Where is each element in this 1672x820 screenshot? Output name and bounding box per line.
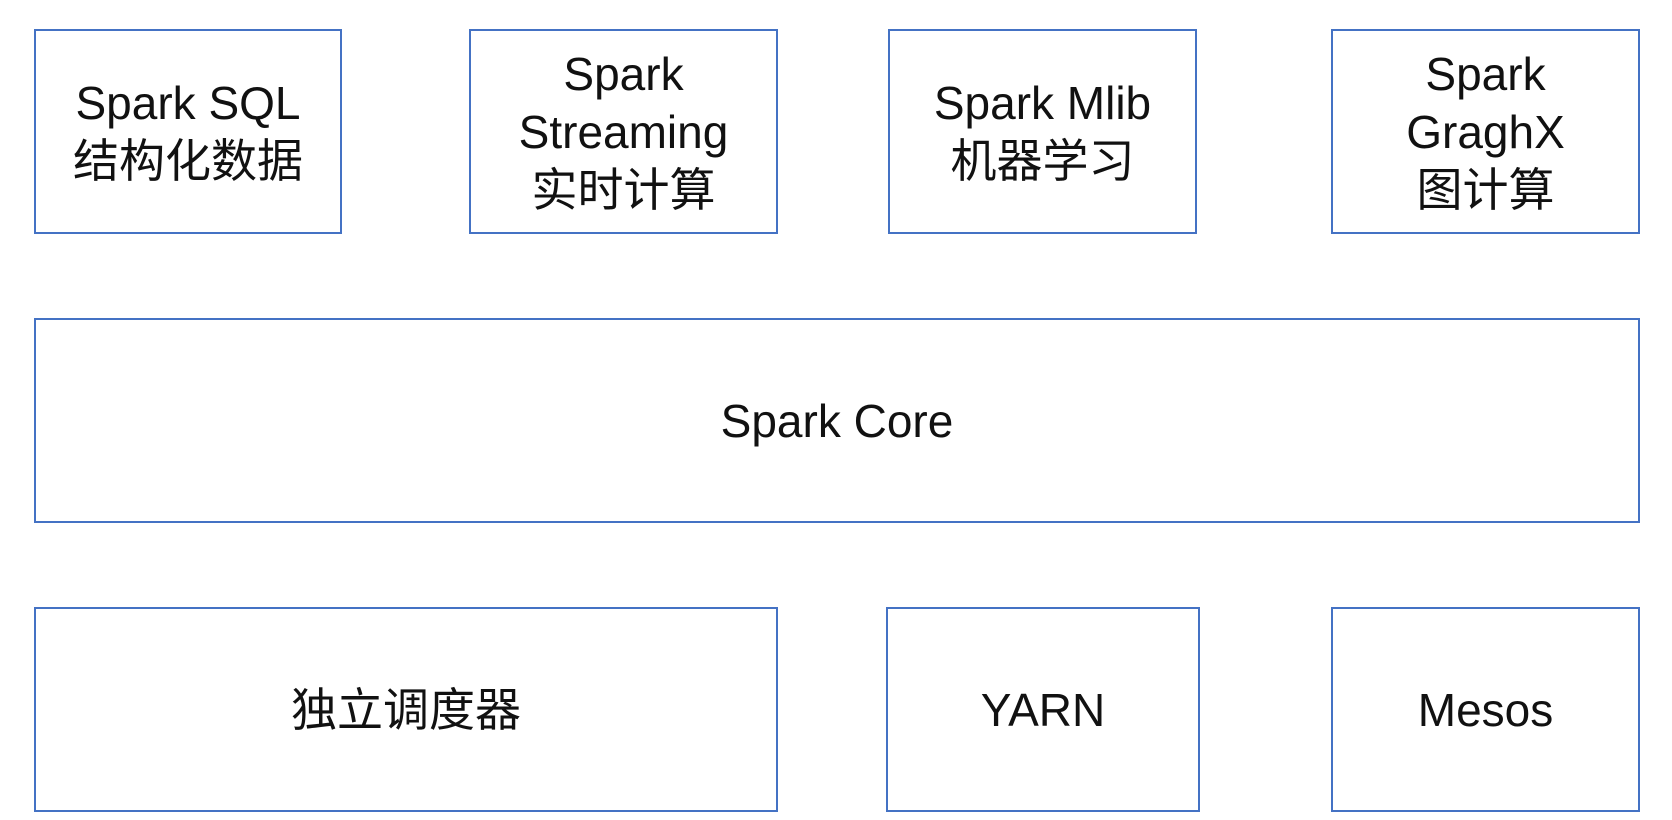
spark-mlib-subtitle: 机器学习: [950, 134, 1135, 187]
yarn-label: YARN: [980, 683, 1106, 736]
spark-sql-title: Spark SQL: [75, 76, 301, 129]
spark-graghx-subtitle: 图计算: [1416, 163, 1555, 216]
spark-graghx-title-line2: GraghX: [1406, 105, 1565, 158]
spark-graghx-box: Spark GraghX 图计算: [1331, 29, 1640, 234]
standalone-scheduler-label: 独立调度器: [291, 683, 521, 736]
spark-streaming-title-line2: Streaming: [518, 105, 729, 158]
spark-mlib-title: Spark Mlib: [933, 76, 1152, 129]
spark-streaming-subtitle: 实时计算: [531, 163, 716, 216]
yarn-box: YARN: [886, 607, 1200, 812]
mesos-label: Mesos: [1417, 683, 1554, 736]
mesos-box: Mesos: [1331, 607, 1640, 812]
spark-streaming-title-line1: Spark: [563, 47, 684, 100]
spark-sql-subtitle: 结构化数据: [73, 134, 303, 187]
spark-streaming-box: Spark Streaming 实时计算: [469, 29, 778, 234]
spark-mlib-box: Spark Mlib 机器学习: [888, 29, 1197, 234]
standalone-scheduler-box: 独立调度器: [34, 607, 778, 812]
spark-core-box: Spark Core: [34, 318, 1640, 523]
spark-sql-box: Spark SQL 结构化数据: [34, 29, 342, 234]
spark-core-label: Spark Core: [720, 394, 954, 447]
spark-graghx-title-line1: Spark: [1425, 47, 1546, 100]
